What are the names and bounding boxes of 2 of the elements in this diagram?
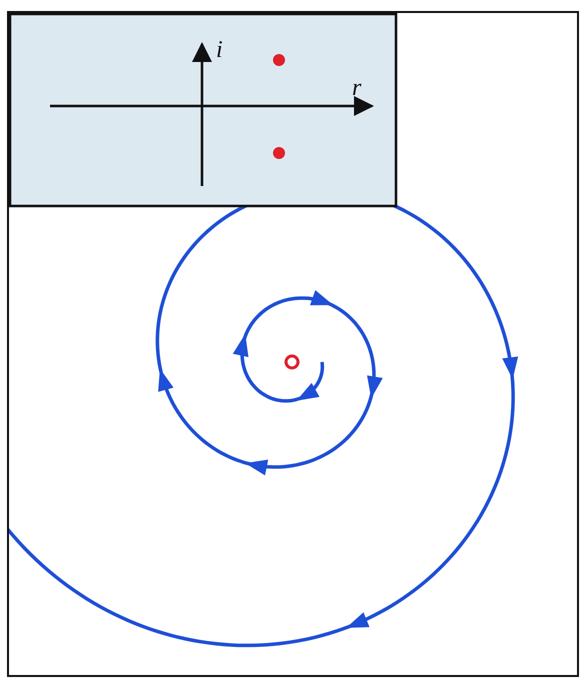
axis-label: r — [352, 76, 362, 100]
axis-label: i — [216, 38, 223, 62]
